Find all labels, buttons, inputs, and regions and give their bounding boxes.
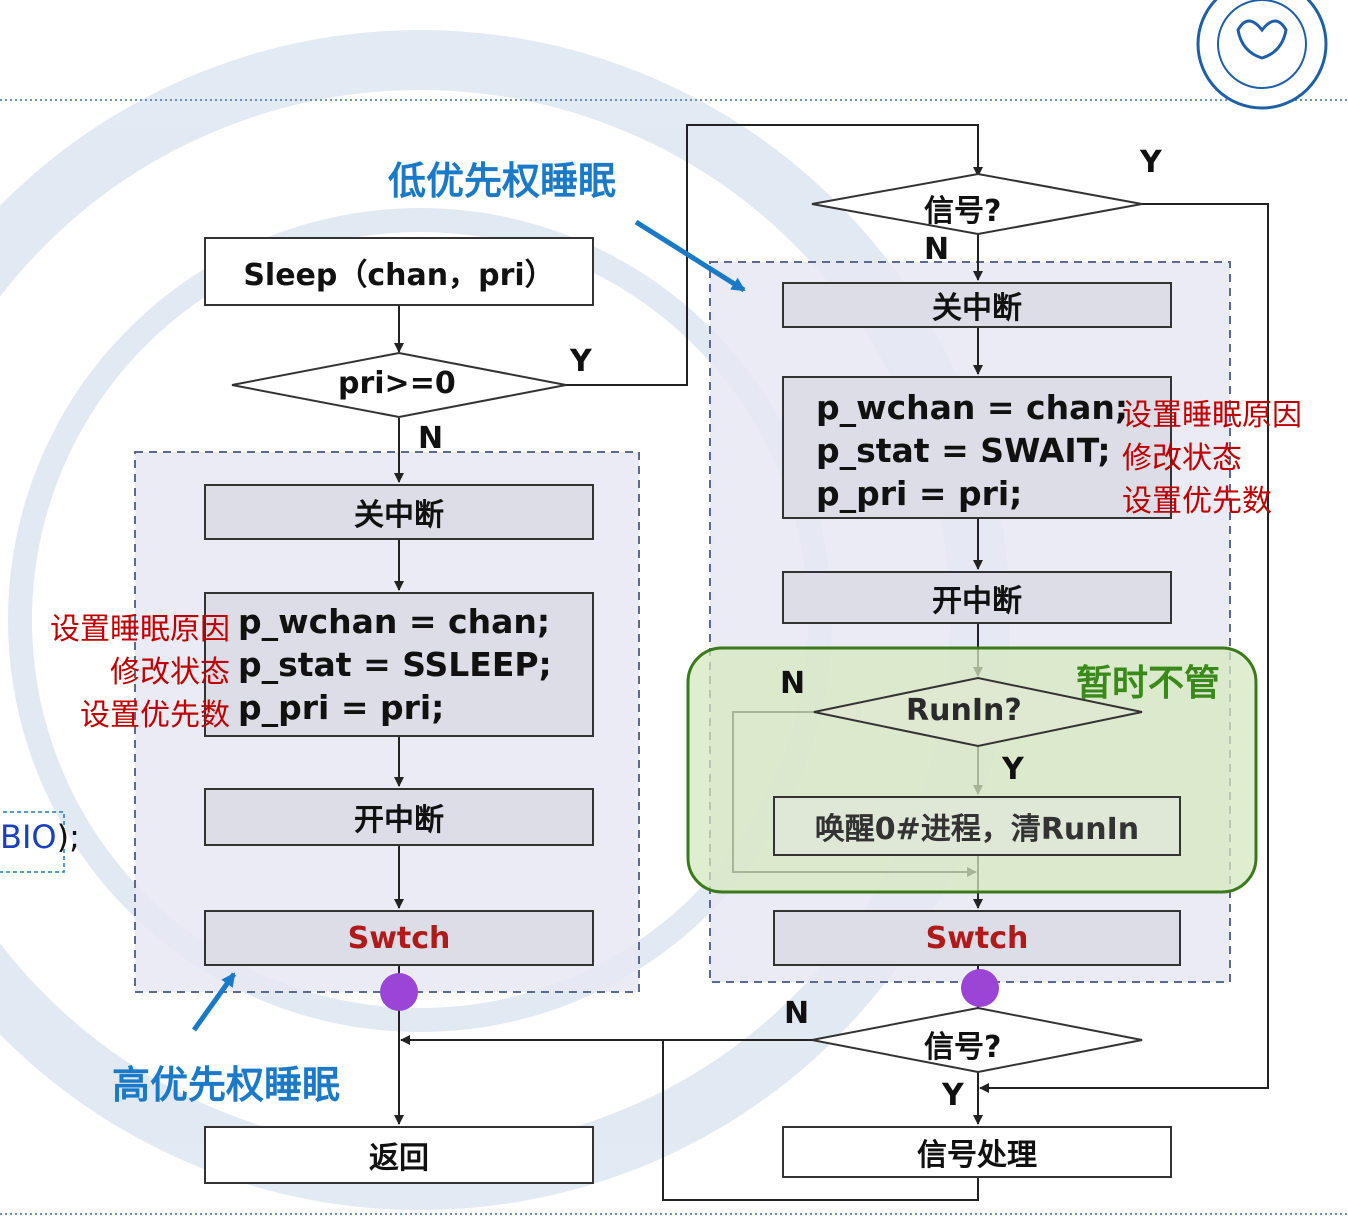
left-enable-interrupt-box: 开中断 xyxy=(204,788,594,846)
ignore-for-now-title: 暂时不管 xyxy=(1076,663,1221,704)
bio-fragment-frame xyxy=(0,811,65,873)
right-swtch-label: Swtch xyxy=(925,920,1029,956)
wake-process-box: 唤醒0#进程，清RunIn xyxy=(773,796,1181,856)
right-swtch-box: Swtch xyxy=(773,910,1181,966)
left-disable-interrupt-box: 关中断 xyxy=(204,484,594,540)
sleep-call-box: Sleep（chan，pri） xyxy=(204,237,594,306)
left-comment-2: 修改状态 xyxy=(110,655,230,690)
left-comment-1: 设置睡眠原因 xyxy=(50,612,230,647)
high-priority-sleep-title: 高优先权睡眠 xyxy=(112,1063,341,1107)
high-priority-arrow xyxy=(191,972,237,1032)
left-swtch-box: Swtch xyxy=(204,910,594,966)
priority-decision-label: pri>=0 xyxy=(338,366,456,401)
right-disable-interrupt-box: 关中断 xyxy=(782,282,1172,328)
bio-fragment: BIO); xyxy=(0,818,80,856)
sleep-call-label: Sleep（chan，pri） xyxy=(243,257,555,293)
signal-handling-label: 信号处理 xyxy=(917,1138,1037,1173)
right-switch-dot xyxy=(961,969,999,1007)
priority-decision xyxy=(231,351,567,419)
runin-no-label: N xyxy=(780,666,806,701)
left-swtch-label: Swtch xyxy=(347,920,451,956)
runin-decision-label: RunIn? xyxy=(906,693,1022,728)
signal-2-no-label: N xyxy=(784,996,810,1031)
signal-1-yes-label: Y xyxy=(1140,145,1162,180)
university-logo xyxy=(1196,0,1328,110)
signal-2-yes-label: Y xyxy=(942,1078,964,1113)
runin-yes-label: Y xyxy=(1002,752,1024,787)
right-comment-3: 设置优先数 xyxy=(1122,484,1272,519)
return-box: 返回 xyxy=(204,1126,594,1184)
left-code-line-2: p_stat = SSLEEP; xyxy=(238,645,552,684)
priority-no-label: N xyxy=(418,421,444,456)
left-disable-interrupt-label: 关中断 xyxy=(354,498,444,533)
signal-handling-box: 信号处理 xyxy=(782,1126,1172,1178)
left-code-box: p_wchan = chan; p_stat = SSLEEP; p_pri =… xyxy=(204,592,594,737)
left-code-line-1: p_wchan = chan; xyxy=(238,602,551,641)
right-comment-1: 设置睡眠原因 xyxy=(1122,398,1302,433)
right-code-line-3: p_pri = pri; xyxy=(816,474,1023,513)
right-enable-interrupt-label: 开中断 xyxy=(932,583,1022,619)
signal-decision-1-label: 信号? xyxy=(924,194,1002,229)
signal-decision-1 xyxy=(811,172,1143,236)
left-code-line-3: p_pri = pri; xyxy=(238,688,445,727)
bio-fragment-suffix: ); xyxy=(56,818,80,856)
right-enable-interrupt-box: 开中断 xyxy=(782,571,1172,624)
bio-fragment-prefix: BIO xyxy=(0,818,57,856)
right-disable-interrupt-label: 关中断 xyxy=(932,291,1022,326)
return-label: 返回 xyxy=(369,1141,429,1176)
signal-decision-2-label: 信号? xyxy=(924,1030,1002,1065)
right-code-line-2: p_stat = SWAIT; xyxy=(816,431,1111,470)
signal-decision-2 xyxy=(811,1006,1143,1074)
left-switch-dot xyxy=(380,973,418,1011)
right-code-line-1: p_wchan = chan; xyxy=(816,388,1129,427)
low-priority-sleep-title: 低优先权睡眠 xyxy=(388,159,617,203)
right-comment-2: 修改状态 xyxy=(1122,441,1242,476)
right-code-box: p_wchan = chan; p_stat = SWAIT; p_pri = … xyxy=(782,376,1172,519)
signal-1-no-label: N xyxy=(924,232,950,267)
left-comment-3: 设置优先数 xyxy=(80,698,230,733)
wake-process-label: 唤醒0#进程，清RunIn xyxy=(814,812,1140,847)
runin-decision xyxy=(813,676,1143,748)
left-enable-interrupt-label: 开中断 xyxy=(354,803,444,838)
priority-yes-label: Y xyxy=(570,344,592,379)
low-priority-arrow xyxy=(634,219,746,293)
